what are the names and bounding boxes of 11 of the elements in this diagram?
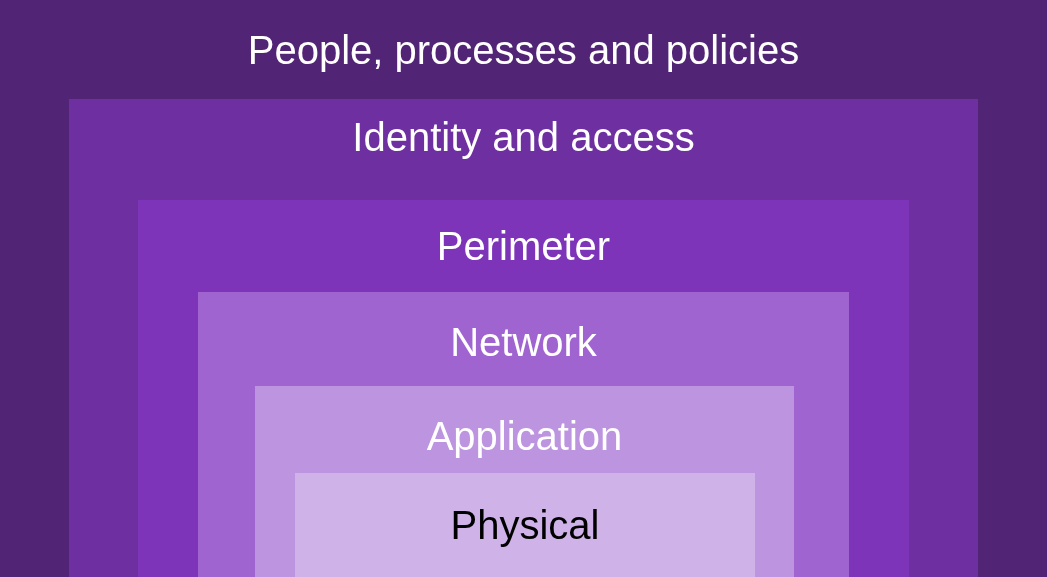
layer-title: Identity and access [352, 114, 695, 161]
layer-band [69, 99, 978, 577]
layer-band [138, 200, 909, 577]
layer-title: Network [450, 319, 597, 366]
layer-band [295, 473, 755, 577]
layer-band [255, 386, 794, 577]
layer-band [198, 292, 849, 577]
layer-title: Perimeter [436, 223, 611, 270]
layer-title: Physical [450, 502, 600, 549]
layer-title: People, processes and policies [247, 27, 800, 74]
layer-title: Application [426, 413, 623, 460]
